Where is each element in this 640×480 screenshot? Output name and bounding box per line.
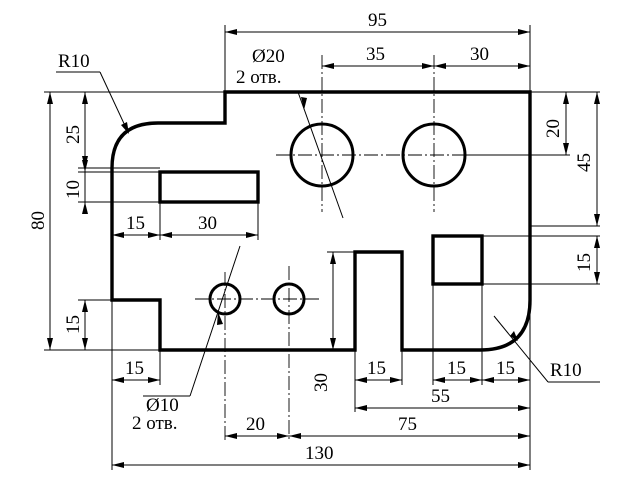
part-outline bbox=[110, 90, 532, 352]
extension-lines bbox=[44, 25, 600, 470]
small-hole-diameter-label: Ø10 bbox=[146, 395, 179, 416]
dim-slot-left: 15 bbox=[126, 213, 145, 234]
dim-small-hole-spacing: 20 bbox=[246, 414, 265, 435]
rectangular-slot bbox=[158, 170, 260, 204]
dim-right-top: 20 bbox=[543, 119, 564, 138]
dim-slot-depth: 30 bbox=[311, 373, 332, 392]
leader-lines bbox=[56, 71, 600, 397]
square-hole bbox=[431, 234, 484, 286]
dim-bottom-overall: 130 bbox=[305, 443, 334, 464]
dim-square-offset: 55 bbox=[431, 386, 450, 407]
dim-bottom-left-notch: 15 bbox=[125, 358, 144, 379]
dim-right-hole-drop: 45 bbox=[574, 153, 595, 172]
dim-square-to-edge: 15 bbox=[496, 358, 515, 379]
dimension-lines bbox=[49, 31, 598, 466]
dim-slot-height: 10 bbox=[63, 180, 84, 199]
arrowheads bbox=[47, 29, 600, 468]
dim-small-to-right: 75 bbox=[398, 414, 417, 435]
dim-square-height: 15 bbox=[574, 253, 595, 272]
dim-top-overall: 95 bbox=[368, 10, 387, 31]
radius-callout-bottom-right: R10 bbox=[550, 360, 582, 381]
dim-square-width: 15 bbox=[447, 358, 466, 379]
small-hole-quantity-label: 2 отв. bbox=[132, 413, 178, 434]
dim-left-overall: 80 bbox=[28, 211, 49, 230]
dim-top-step: 25 bbox=[63, 125, 84, 144]
dim-slot-width: 30 bbox=[198, 213, 217, 234]
dim-hole-to-edge: 30 bbox=[470, 44, 489, 65]
radius-callout-top-left: R10 bbox=[58, 51, 90, 72]
dim-hole-spacing: 35 bbox=[366, 44, 385, 65]
dim-slot-opening: 15 bbox=[367, 358, 386, 379]
large-hole-diameter-label: Ø20 bbox=[252, 46, 285, 67]
large-hole-quantity-label: 2 отв. bbox=[236, 67, 282, 88]
dim-left-low: 15 bbox=[63, 315, 84, 334]
